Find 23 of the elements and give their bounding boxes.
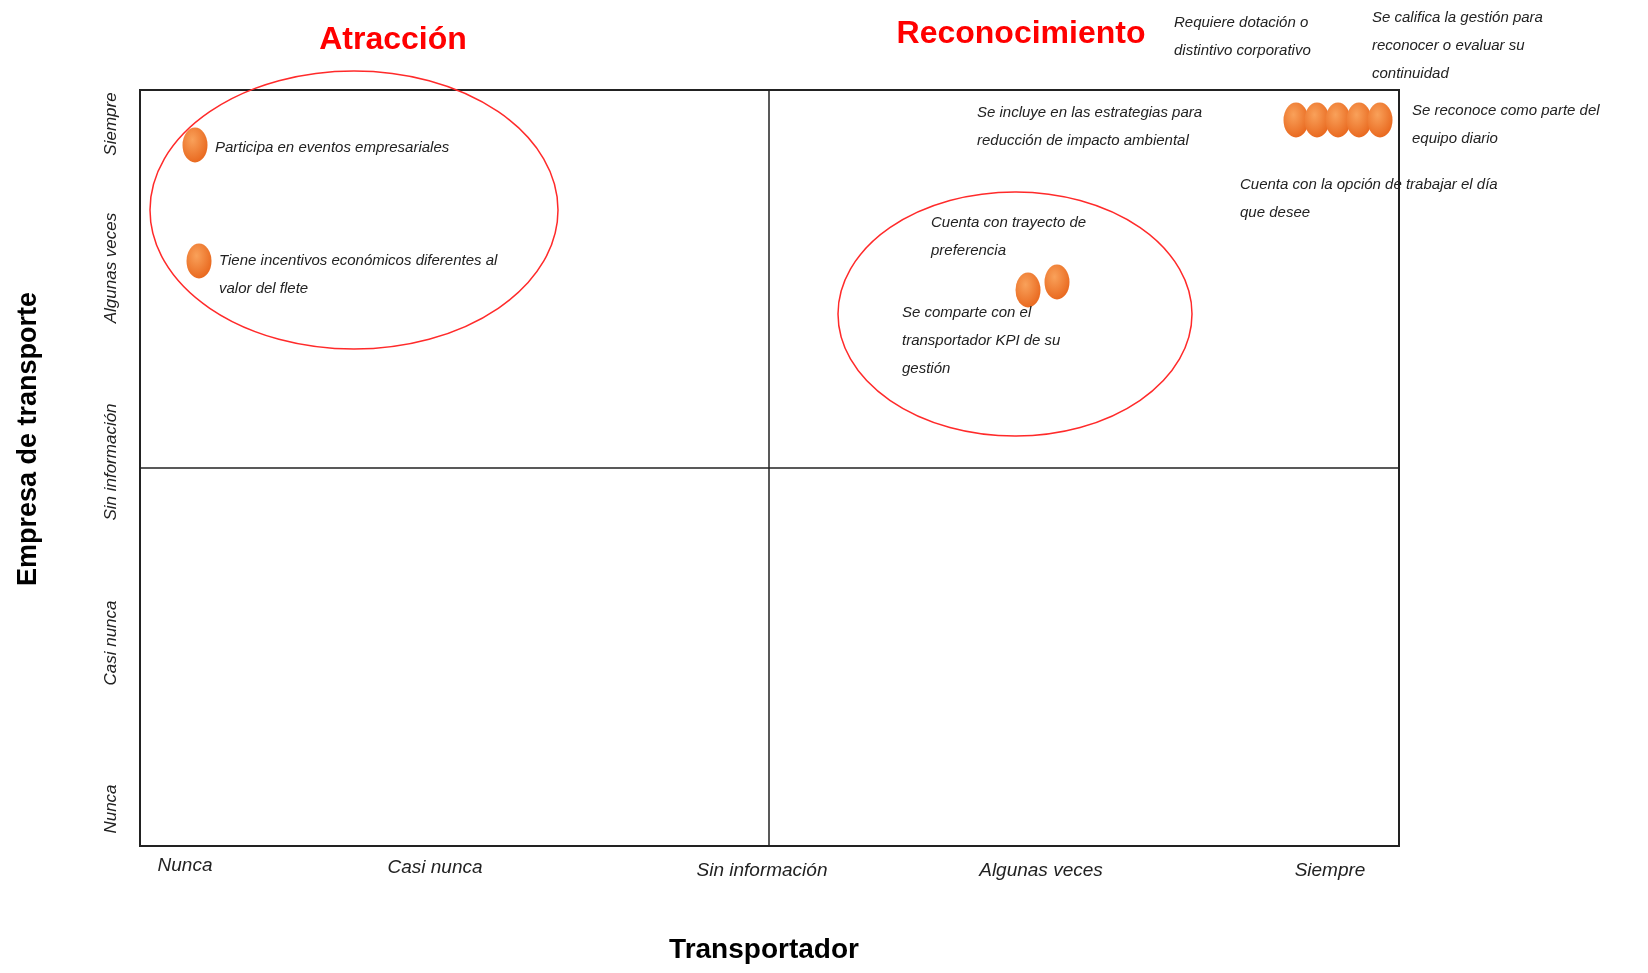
point-label: Se incluye en las estrategias para reducción de impacto ambiental (977, 102, 1204, 150)
axis-tick-label: Siempre (1294, 857, 1366, 882)
quadrant-title: Atracción (319, 19, 467, 58)
axis-tick-label: Algunas veces (100, 212, 122, 324)
point-label: Participa en eventos empresariales (215, 137, 451, 157)
point-label: Tiene incentivos económicos diferentes al valor del flete (219, 250, 499, 298)
axis-tick-label: Nunca (157, 852, 213, 877)
axis-tick-label: Sin información (100, 403, 122, 521)
axis-tick-label: Casi nunca (387, 854, 483, 879)
quadrant-title: Reconocimiento (896, 13, 1146, 52)
axis-tick-label: Siempre (100, 92, 122, 156)
axis-tick-label: Sin información (696, 857, 828, 882)
axis-title: Transportador (669, 932, 859, 966)
cluster-ellipse (836, 190, 1194, 438)
point-label: Se comparte con el transportador KPI de su gestión (902, 302, 1062, 378)
axis-title: Empresa de transporte (10, 291, 43, 587)
point-label: Requiere dotación o distintivo corporativo (1174, 12, 1312, 60)
axis-tick-label: Nunca (100, 784, 122, 834)
axis-tick-label: Casi nunca (100, 600, 122, 686)
point-label: Se reconoce como parte del equipo diario (1412, 100, 1601, 148)
point-label: Se califica la gestión para reconocer o evaluar su continuidad (1372, 7, 1544, 83)
point-label: Cuenta con trayecto de preferencia (931, 212, 1088, 260)
axis-tick-label: Algunas veces (979, 857, 1103, 882)
